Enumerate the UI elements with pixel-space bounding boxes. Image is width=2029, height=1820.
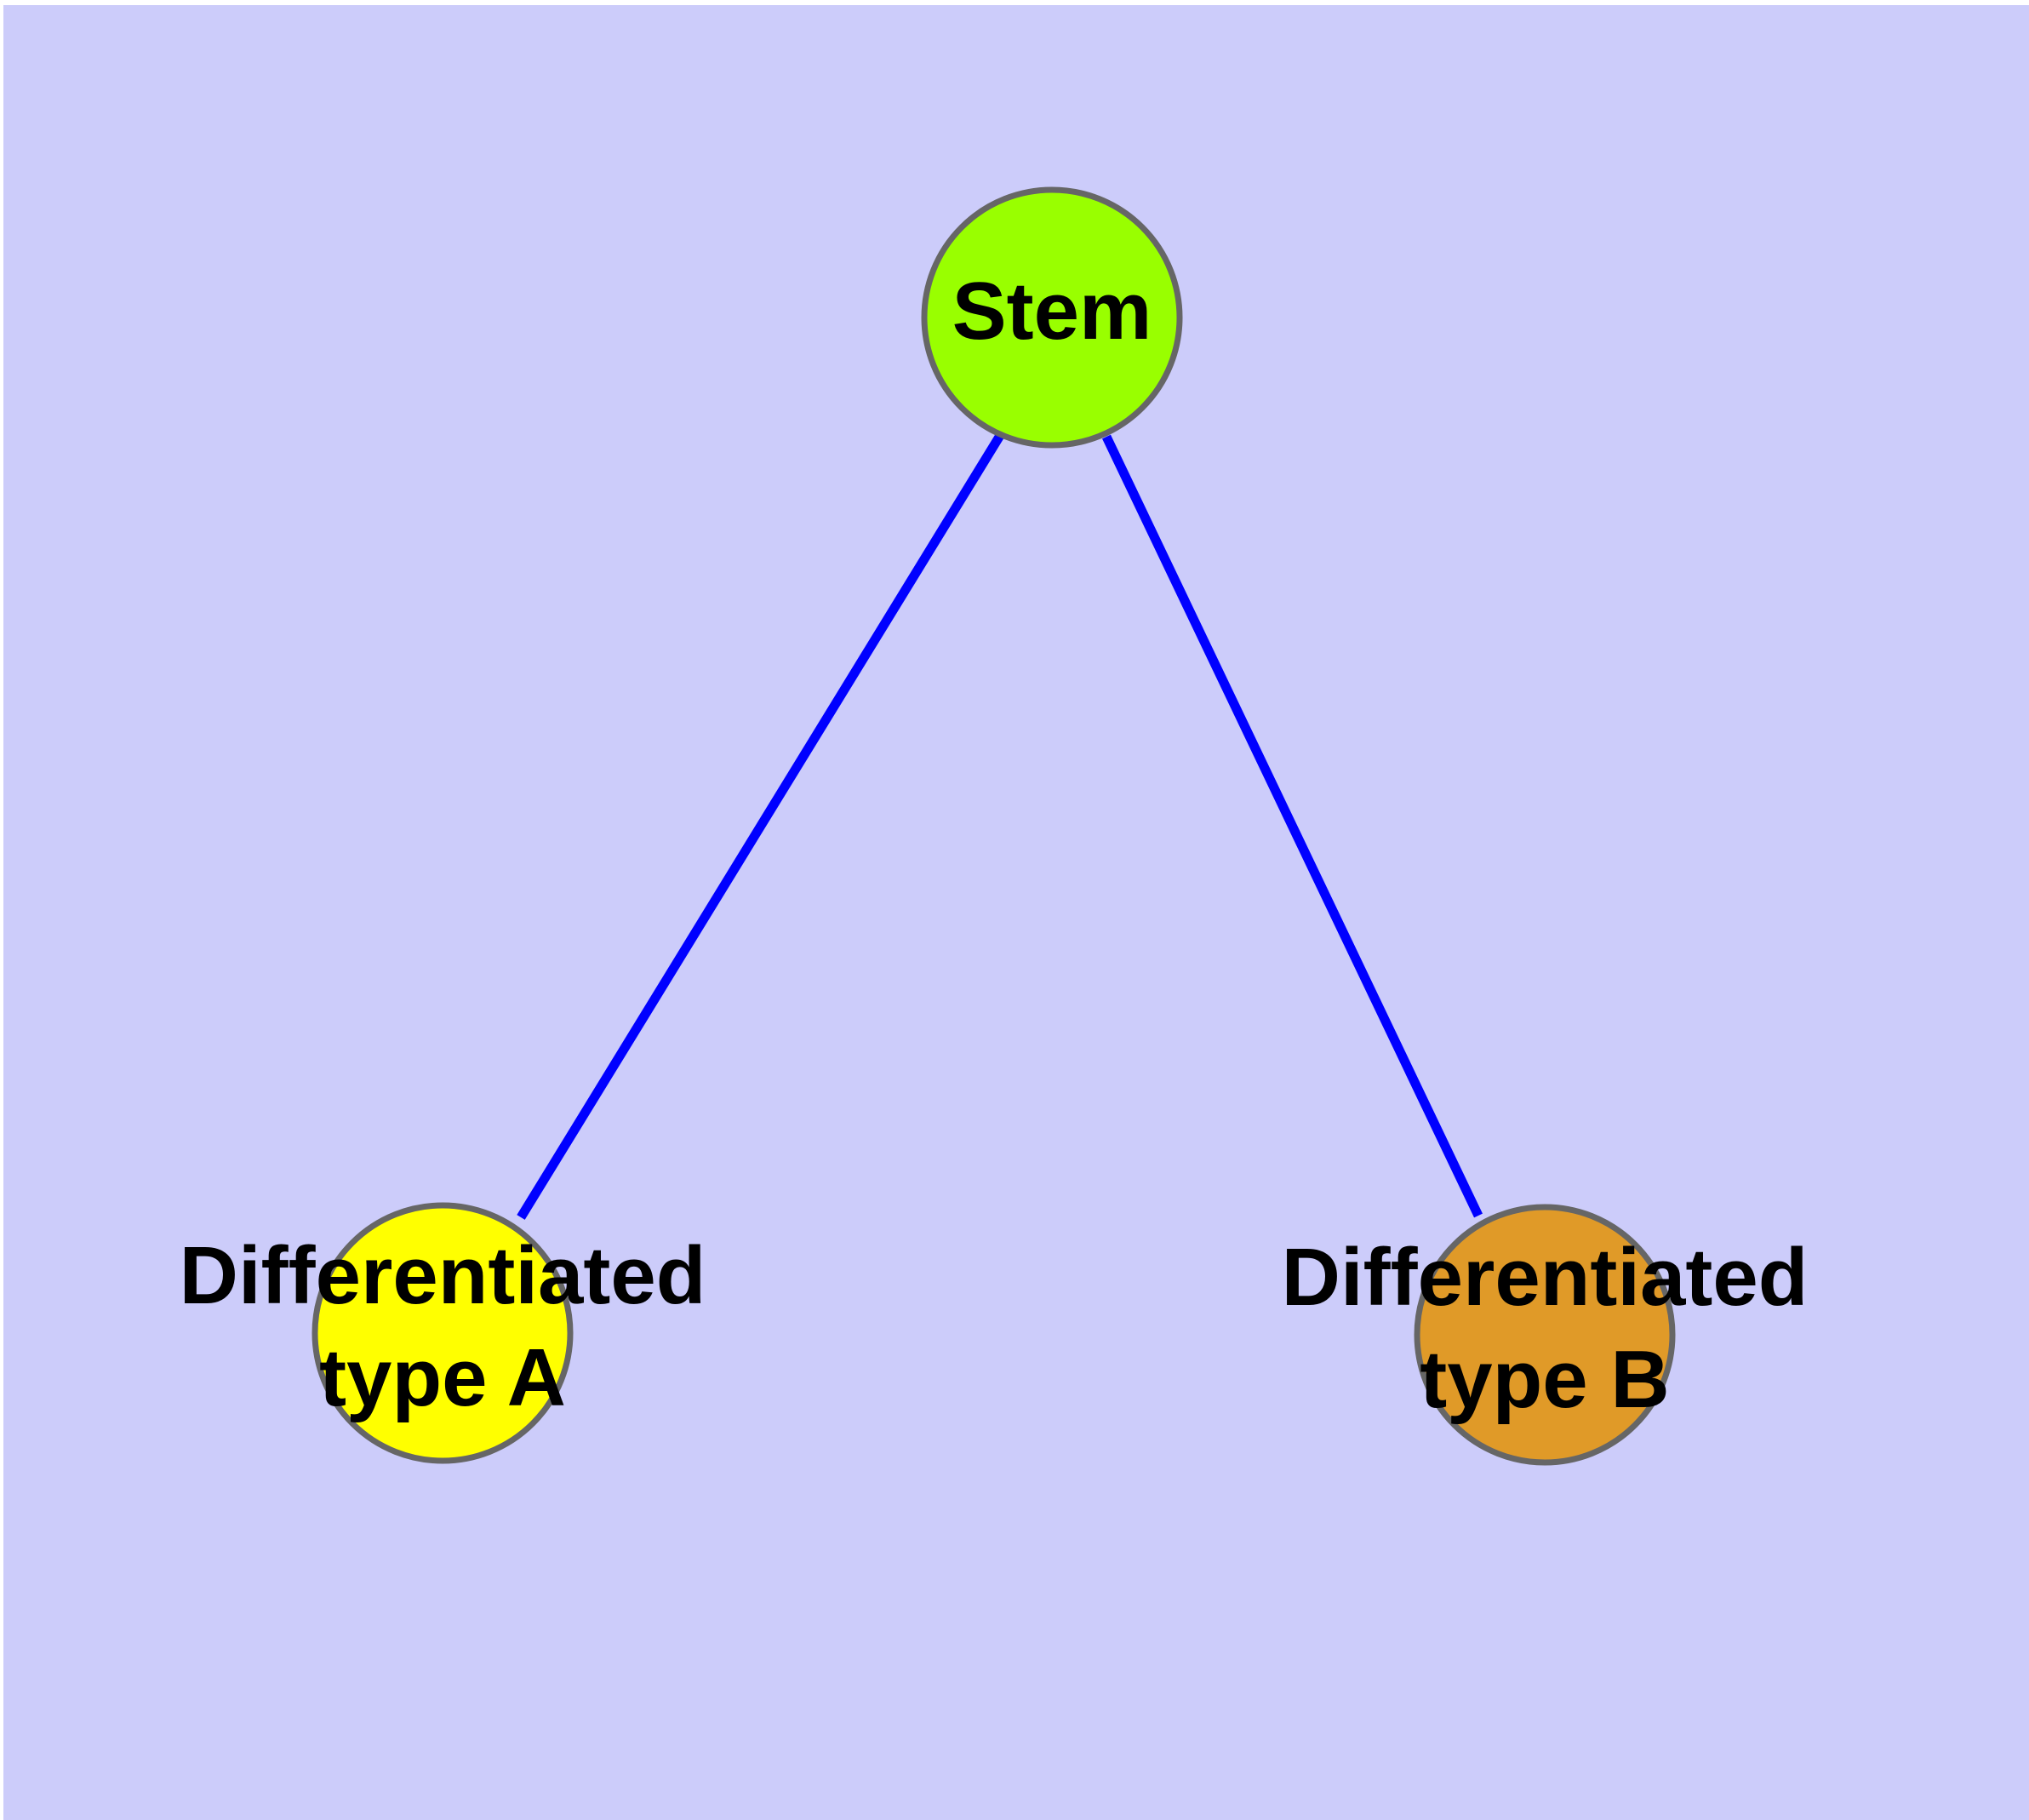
edges-layer: [517, 432, 1483, 1220]
node-label-line: Differentiated: [180, 1230, 706, 1321]
graph-edge-stem-diff_b[interactable]: [1102, 434, 1483, 1218]
graph-node-diff_b[interactable]: Differentiated type B: [1282, 1204, 1809, 1466]
node-label-line: Stem: [952, 266, 1152, 357]
graph-node-diff_a[interactable]: Differentiated type A: [180, 1202, 706, 1464]
node-circle-stem[interactable]: [921, 186, 1183, 449]
node-label-line: type A: [319, 1332, 566, 1423]
node-circle-diff_a[interactable]: [311, 1202, 574, 1464]
node-label-line: Differentiated: [1282, 1232, 1809, 1323]
node-label-stem: Stem: [952, 266, 1152, 357]
node-label-diff_b: Differentiated type B: [1282, 1232, 1809, 1425]
graph-node-stem[interactable]: Stem: [921, 186, 1183, 449]
node-circle-diff_b[interactable]: [1414, 1204, 1676, 1466]
graph-edge-stem-diff_a[interactable]: [517, 432, 1005, 1220]
node-label-line: type B: [1420, 1334, 1669, 1425]
node-label-diff_a: Differentiated type A: [180, 1230, 706, 1423]
